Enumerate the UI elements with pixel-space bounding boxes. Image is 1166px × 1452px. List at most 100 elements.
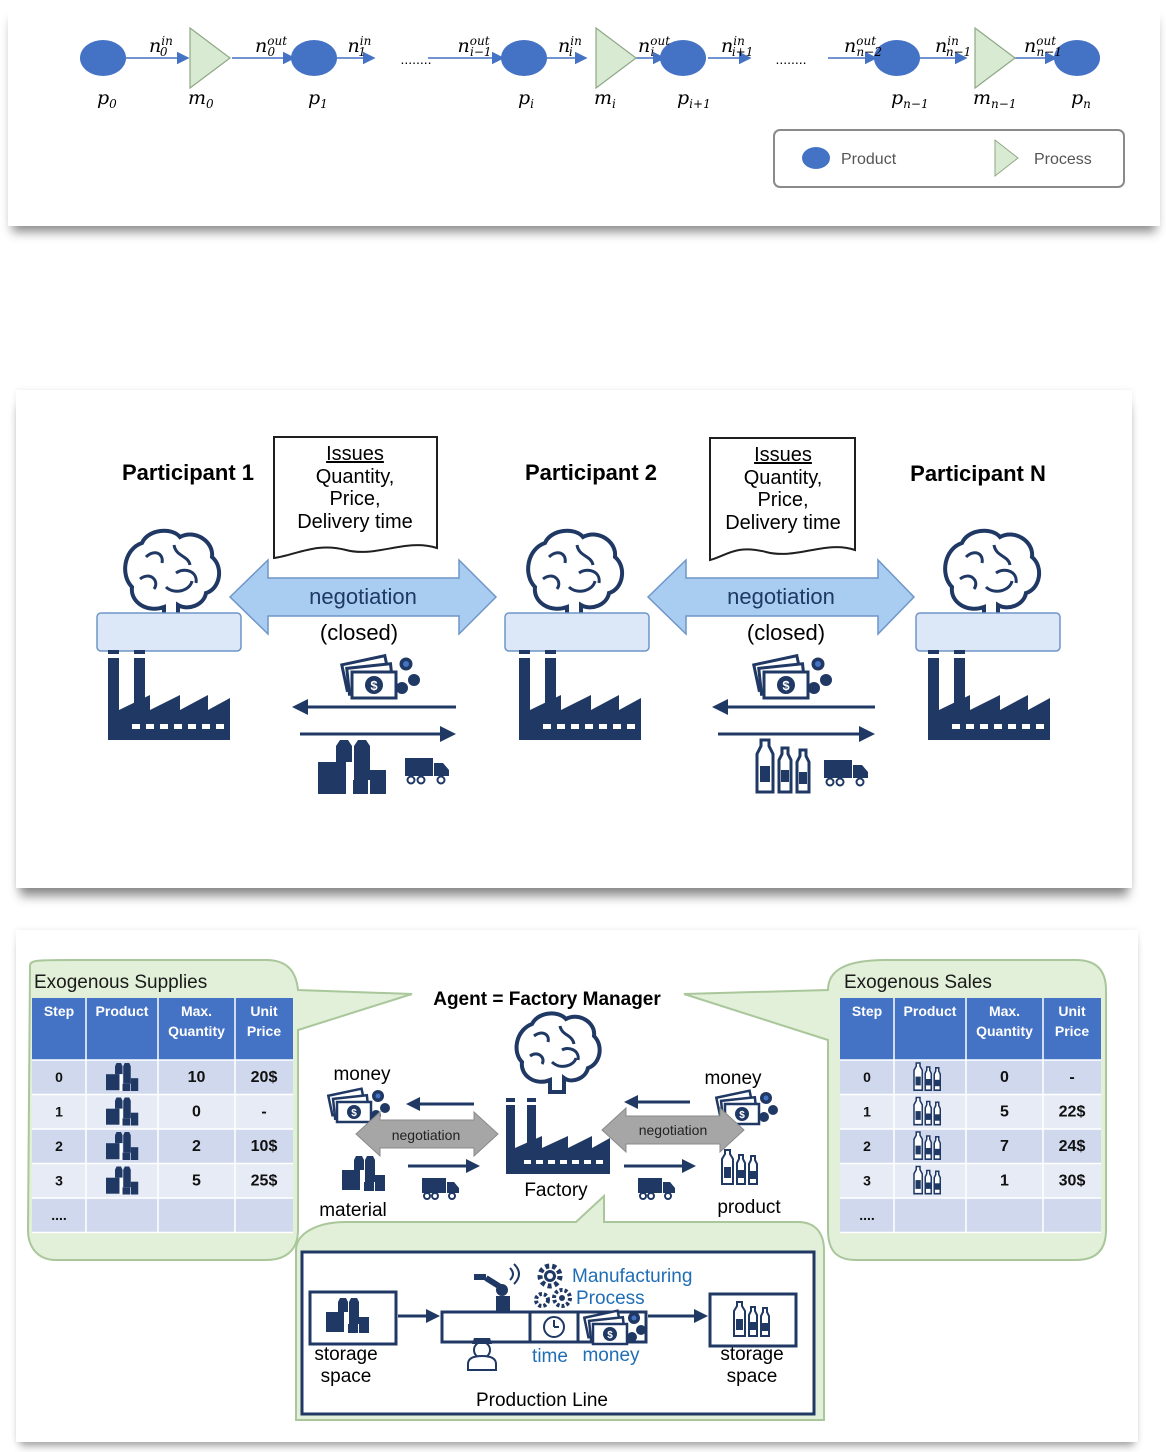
column-header: Product [904,1003,957,1019]
storage-left-line2: space [321,1366,372,1387]
flow-arrow [648,1309,708,1323]
factory-label: Factory [524,1180,588,1201]
sales-title: Exogenous Sales [844,972,992,993]
column-header: Price [1055,1023,1089,1039]
negotiation-label: negotiation [639,1122,708,1138]
participant-n-agent-box [915,612,1061,652]
column-header: Quantity [976,1023,1033,1039]
bottles-icon [913,1062,942,1091]
storage-right-line2: space [727,1366,778,1387]
brain-icon [943,528,1042,623]
delivery-arrow [718,726,875,742]
negotiation-arrow-right: negotiation [601,1106,745,1154]
storage-left-line1: storage [314,1344,377,1365]
column-header: Unit [250,1003,278,1019]
table-cell: 10$ [251,1138,278,1155]
robot-arm-icon [474,1263,520,1312]
table-cell: 3 [863,1173,871,1189]
process-legend-marker [994,138,1019,178]
negotiation-arrow-2: negotiation (closed) [646,558,916,645]
product-label: pi [518,87,534,111]
table-cell: 2 [55,1138,63,1154]
column-header: Max. [989,1003,1020,1019]
closed-label: (closed) [747,620,825,645]
truck-icon [637,1177,676,1200]
process-label: mi [594,87,616,111]
table-cell: 0 [192,1104,201,1121]
table-header [840,998,1101,1060]
factory-icon [108,650,230,740]
issue-delivery-time: Delivery time [725,512,841,534]
table-row [840,1163,1101,1198]
negotiation-label: negotiation [727,584,835,609]
table-header [32,998,293,1060]
negotiation-panel: $ [16,390,1132,888]
factory-icon [928,650,1050,740]
column-header: Step [852,1003,882,1019]
table-cell: 1 [55,1104,63,1120]
product-legend-marker [802,147,830,169]
brain-icon [514,1011,602,1094]
negotiation-arrow-1: negotiation (closed) [228,558,498,645]
table-cell: 24$ [1059,1138,1086,1155]
money-label: money [582,1345,640,1366]
participant-2-agent-box [504,612,650,652]
participant-1-title: Participant 1 [122,460,254,485]
product-label: pn [1071,87,1091,111]
truck-icon [404,757,450,785]
table-cell: 7 [1000,1138,1009,1155]
payment-arrow [292,699,456,715]
table-cell: 10 [188,1069,206,1086]
factory-icon [506,1098,610,1174]
table-cell: 0 [1000,1069,1009,1086]
process-node [974,26,1016,90]
bottles-icon [755,738,811,794]
manufacturing-label: Manufacturing [572,1266,692,1287]
truck-icon [421,1177,460,1200]
ellipsis: ........ [775,51,806,67]
product-node [291,40,337,76]
issue-quantity: Quantity, [316,466,395,488]
flow-arrow [398,1309,440,1323]
product-label: pi+1 [677,87,711,111]
bottles-icon [913,1096,942,1126]
table-row [840,1198,1101,1233]
table-cell: .... [859,1207,875,1223]
truck-icon [823,759,869,787]
money-icon [340,654,422,700]
agent-title: Agent = Factory Manager [433,989,661,1010]
issues-document-1: Issues Quantity, Price, Delivery time [273,436,438,560]
bottles-icon [721,1149,758,1185]
supplies-title: Exogenous Supplies [34,972,207,993]
table-row [840,1129,1101,1164]
payment-arrow [712,699,875,715]
product-label: p1 [308,87,328,111]
issue-price: Price, [329,488,380,510]
gears-icon [534,1263,572,1308]
negotiation-arrow-left: negotiation [355,1110,499,1158]
column-header: Quantity [168,1023,225,1039]
table-row [32,1060,293,1095]
process-node [189,26,231,90]
bottles-icon [913,1131,942,1160]
clock-icon [543,1316,565,1338]
table-cell: 25$ [251,1173,278,1190]
product-label: pn−1 [891,87,929,111]
participant-n-title: Participant N [910,461,1046,486]
table-cell: 1 [1000,1173,1009,1190]
issues-title: Issues [754,444,812,466]
legend: Product Process [773,129,1125,188]
brain-icon [123,528,222,623]
table-cell: 5 [192,1173,201,1190]
product-label: p0 [97,87,117,111]
materials-icon [318,740,386,794]
closed-label: (closed) [320,620,398,645]
